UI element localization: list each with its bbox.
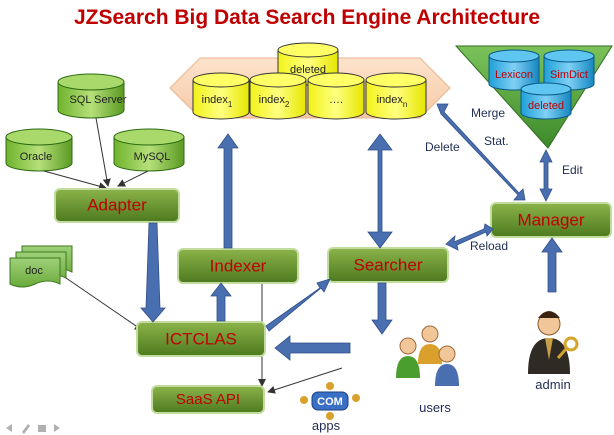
edit-label: Edit <box>562 163 583 177</box>
next-slide-icon[interactable] <box>54 424 60 432</box>
indexer-box[interactable]: Indexer <box>177 248 299 284</box>
doc-label: doc <box>25 265 43 277</box>
users-icon <box>396 325 459 386</box>
admin-icon <box>528 311 579 374</box>
manager-box[interactable]: Manager <box>490 202 612 238</box>
index1-subscript: 1 <box>228 100 233 109</box>
index1-cylinder: index1 <box>192 72 250 120</box>
index2-label: index <box>259 94 286 106</box>
arrow-manager-dictionary <box>539 149 553 202</box>
arrow-adapter-to-ictclas <box>140 222 166 323</box>
ictclas-label: ICTCLAS <box>165 329 237 348</box>
ellipsis-cylinder: …. <box>307 72 365 120</box>
svg-text:index1: index1 <box>202 94 233 109</box>
apps-icon: COM <box>300 382 360 420</box>
arrow-indexer-to-index <box>217 133 239 249</box>
simdict-label: SimDict <box>550 69 588 81</box>
arrow-manager-searcher <box>445 223 494 251</box>
mysql-label: MySQL <box>134 151 171 163</box>
sql-server-cylinder: SQL Server <box>57 73 127 119</box>
doc-stack-icon: doc <box>9 245 73 288</box>
index1-label: index <box>202 94 229 106</box>
prev-slide-icon[interactable] <box>6 424 12 432</box>
deleted-label: deleted <box>290 64 326 76</box>
mysql-cylinder: MySQL <box>113 128 185 172</box>
ellipsis-label: …. <box>329 94 343 106</box>
arrow-searcher-index <box>367 133 393 249</box>
admin-label: admin <box>535 377 570 392</box>
lexicon-cylinder: Lexicon <box>488 49 540 91</box>
oracle-cylinder: Oracle <box>5 128 73 172</box>
adapter-box[interactable]: Adapter <box>54 188 180 223</box>
svg-text:index2: index2 <box>259 94 290 109</box>
ictclas-box[interactable]: ICTCLAS <box>136 321 266 357</box>
searcher-box[interactable]: Searcher <box>327 247 449 283</box>
indexn-subscript: n <box>403 100 407 109</box>
searcher-label: Searcher <box>354 255 423 274</box>
index2-cylinder: index2 <box>249 72 307 120</box>
indexn-cylinder: indexn <box>365 72 427 120</box>
slide-nav-icons[interactable] <box>6 424 60 434</box>
oracle-label: Oracle <box>20 151 52 163</box>
delete-label: Delete <box>425 140 460 154</box>
dictionary-store: Lexicon SimDict deleted <box>454 45 613 149</box>
saas-api-box[interactable]: SaaS API <box>151 385 265 414</box>
svg-text:indexn: indexn <box>377 94 408 109</box>
reload-label: Reload <box>470 239 508 253</box>
arrow-searcher-to-ictclas <box>274 335 351 361</box>
block-arrows <box>140 103 563 361</box>
users-label: users <box>419 400 451 415</box>
menu-icon[interactable] <box>38 425 46 432</box>
arrow-admin-to-manager <box>541 237 563 293</box>
adapter-label: Adapter <box>87 195 147 214</box>
arrow-searcher-to-users <box>371 282 393 335</box>
pen-icon[interactable] <box>22 424 30 434</box>
dict-deleted-label: deleted <box>528 100 564 112</box>
indexer-label: Indexer <box>210 256 267 275</box>
stat-label: Stat. <box>484 134 509 148</box>
indexn-label: index <box>377 94 404 106</box>
simdict-cylinder: SimDict <box>543 49 595 91</box>
saas-api-label: SaaS API <box>176 391 240 408</box>
arrow-ictclas-to-searcher <box>265 278 331 332</box>
arrow-delete-merge <box>436 103 526 201</box>
sql-server-label: SQL Server <box>69 94 126 106</box>
apps-label: apps <box>312 418 341 433</box>
manager-label: Manager <box>517 210 584 229</box>
index-store: deleted index1 index2 …. indexn <box>169 42 451 120</box>
dict-deleted-cylinder: deleted <box>520 82 572 120</box>
arrow-ictclas-to-indexer <box>210 282 232 322</box>
merge-label: Merge <box>471 106 505 120</box>
lexicon-label: Lexicon <box>495 69 533 81</box>
com-logo-text: COM <box>317 396 343 408</box>
diagram-title: JZSearch Big Data Search Engine Architec… <box>74 6 540 29</box>
index2-subscript: 2 <box>285 100 290 109</box>
